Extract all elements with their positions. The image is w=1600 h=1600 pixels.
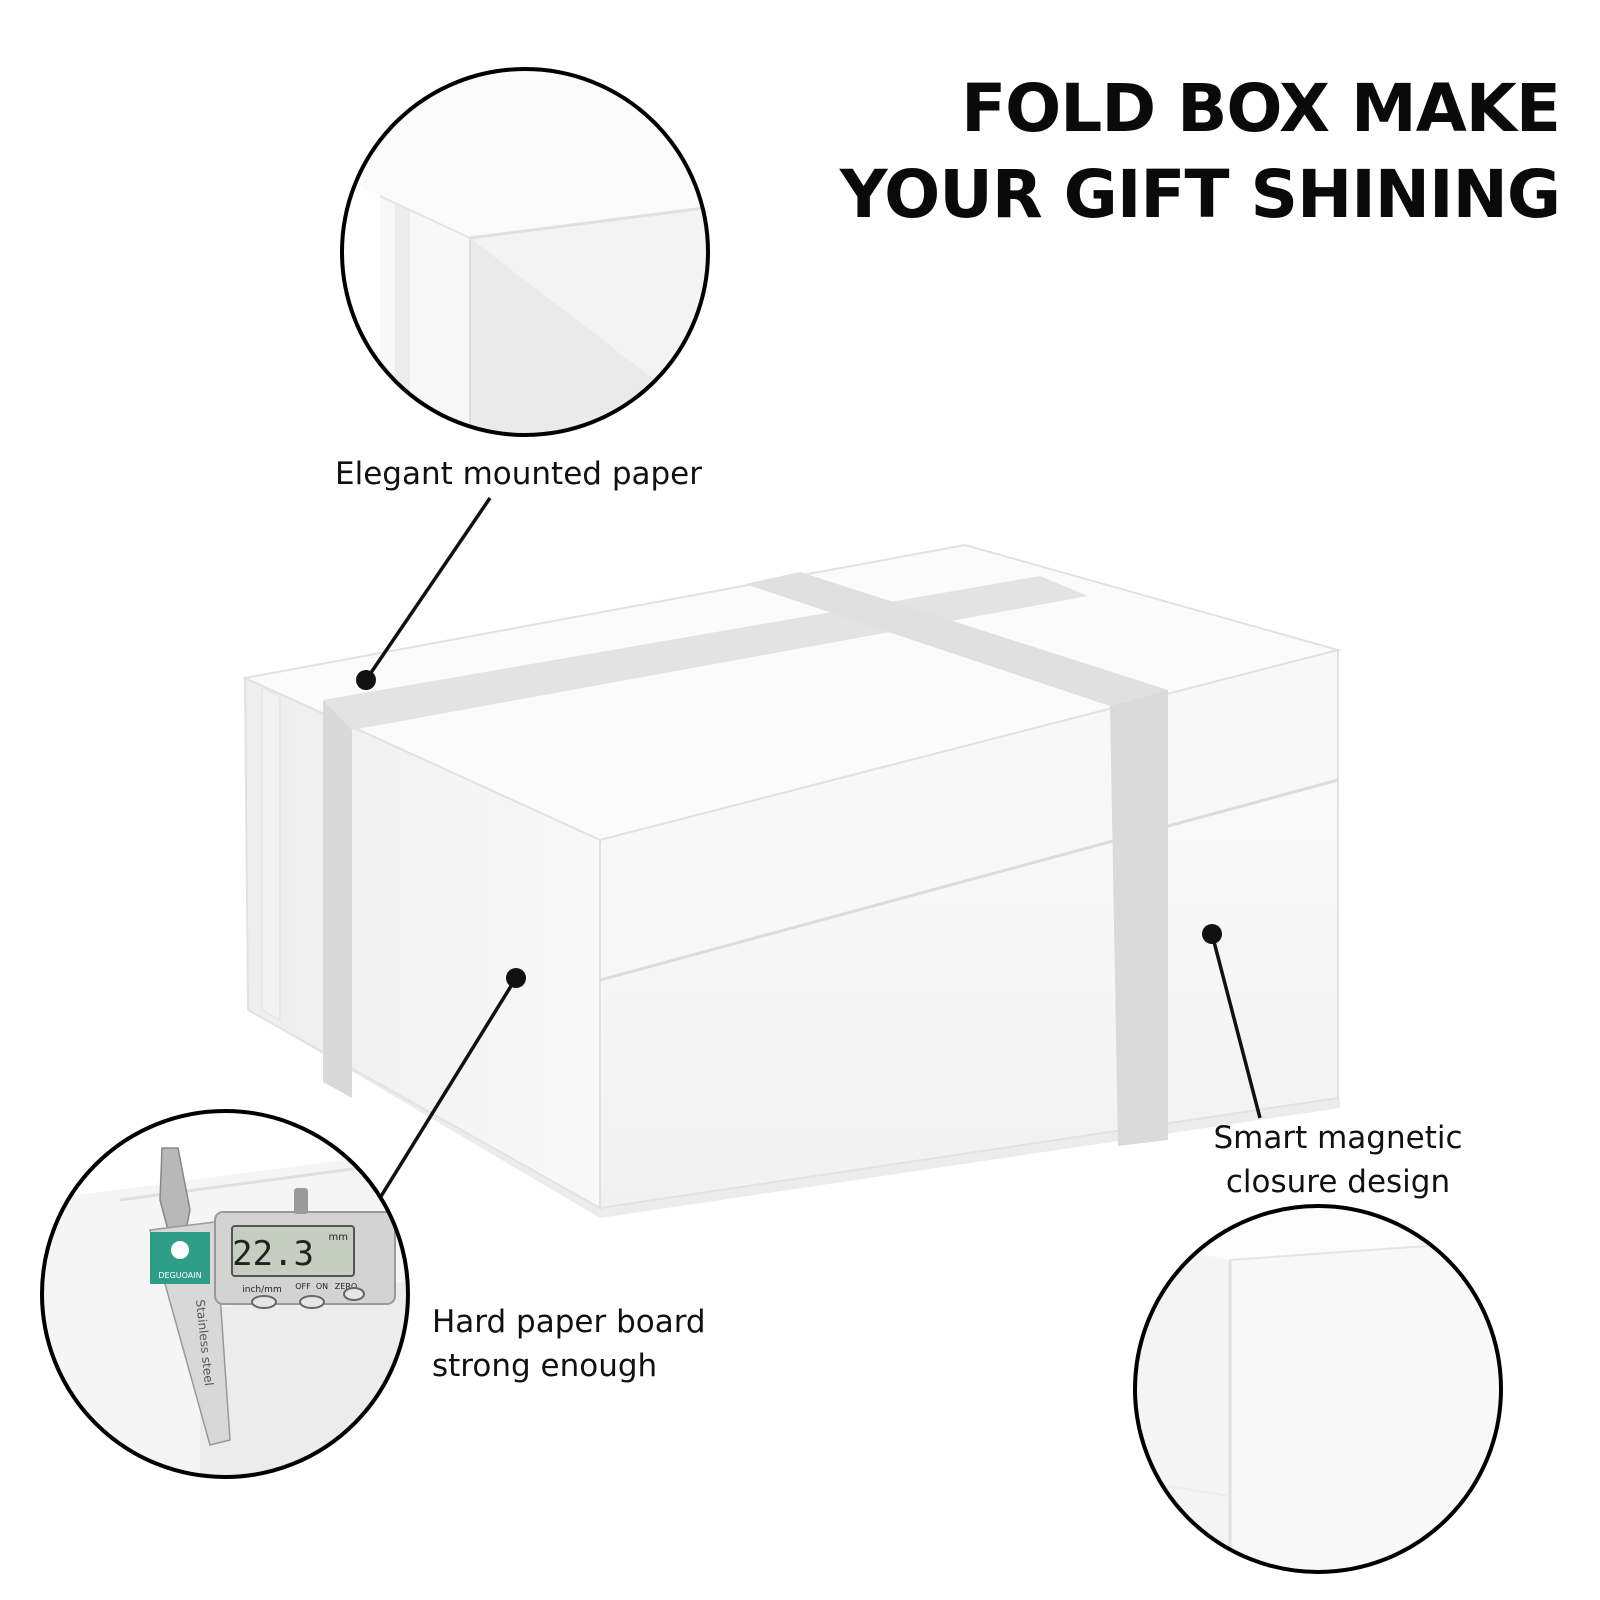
callout-paper-label: Elegant mounted paper [335, 456, 702, 492]
caliper-reading: 22.3 [232, 1234, 314, 1274]
ribbon-left-side [323, 700, 352, 1098]
zoom-paper-top [342, 69, 708, 238]
box-hinge-fold [261, 686, 281, 1022]
callout-pointers [356, 497, 1262, 1199]
caliper-unit: mm [329, 1232, 348, 1243]
caliper-button-onoff [299, 1295, 325, 1309]
ribbon-front [1110, 690, 1168, 1146]
headline: FOLD BOX MAKE YOUR GIFT SHINING [839, 66, 1561, 238]
callout-board-label: Hard paper board strong enough [432, 1300, 706, 1388]
caliper-button-zero [343, 1287, 365, 1301]
zoom-magnet-lid-front [1230, 1240, 1501, 1572]
caliper-button-label-3: ZERO [335, 1282, 357, 1291]
caliper-thumb-screw [294, 1188, 308, 1214]
zoom-circle-magnet [1133, 1204, 1503, 1574]
callout-magnet-line-1: Smart magnetic [1213, 1120, 1463, 1156]
pointer-line-magnet [1210, 933, 1262, 1119]
gift-box [241, 543, 1342, 1218]
zoom-paper-hinge [395, 203, 410, 435]
callout-board-line-2: strong enough [432, 1348, 658, 1384]
pointer-dot-board [506, 968, 526, 988]
caliper-brand-text: DEGUOAIN [158, 1271, 201, 1280]
caliper-lcd [231, 1225, 355, 1277]
zoom-circle-caliper: DEGUOAIN 22.3 mm inch/mm OFF ON ZERO Sta… [40, 1109, 410, 1479]
callout-magnet-line-2: closure design [1225, 1164, 1451, 1200]
ribbon-top-vertical [745, 572, 1168, 706]
caliper-button-label-2: ON [316, 1282, 328, 1291]
caliper-button-label-1: OFF [295, 1282, 311, 1291]
zoom-circle-paper [340, 67, 710, 437]
headline-line-2: YOUR GIFT SHINING [839, 156, 1561, 233]
pointer-line-board [378, 977, 518, 1199]
pointer-dot-magnet [1202, 924, 1222, 944]
caliper-button-inchmm [251, 1295, 277, 1309]
callout-board-line-1: Hard paper board [432, 1304, 706, 1340]
caliper-button-label-0: inch/mm [242, 1285, 281, 1295]
callout-magnet-label: Smart magnetic closure design [1188, 1116, 1488, 1204]
pointer-dot-paper [356, 670, 376, 690]
pointer-line-paper [364, 497, 492, 681]
lid-edge [599, 778, 1339, 982]
headline-line-1: FOLD BOX MAKE [961, 70, 1561, 147]
zoom-magnet-lid-top [1135, 1206, 1501, 1260]
